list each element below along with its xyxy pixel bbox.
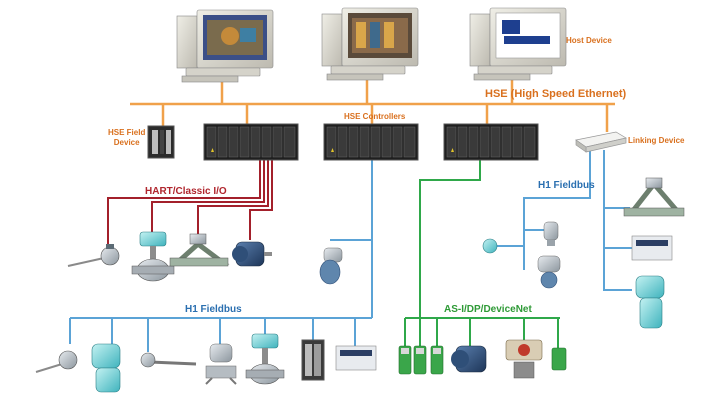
- asi-dp-devicenet-label: AS-I/DP/DeviceNet: [444, 304, 532, 315]
- hart-motor: [232, 241, 272, 267]
- h1-temperature-transmitter: [35, 350, 78, 373]
- hart-control-valve: [131, 231, 175, 282]
- hart-temperature-transmitter: [67, 244, 120, 267]
- h1-io-module: [301, 339, 325, 381]
- h1-level-probe: [140, 352, 197, 368]
- host-computer-2: [321, 7, 419, 81]
- hart-coriolis-flowmeter: [169, 233, 230, 267]
- hse-controller-1: [203, 123, 299, 161]
- asi-valve-actuator: [505, 339, 543, 379]
- linking-device-label: Linking Device: [628, 136, 685, 145]
- h1-pressure-sensor-small: [482, 238, 498, 254]
- host-device-label: Host Device: [566, 36, 612, 45]
- asi-sensor-3: [430, 345, 444, 375]
- hse-field-device-label-line2: Device: [113, 138, 140, 147]
- h1-coriolis-flowmeter-right: [623, 177, 685, 217]
- hse-controller-2: [323, 123, 419, 161]
- h1-controller-box: [335, 345, 377, 371]
- h1-fieldbus-bottom-bus: [69, 160, 373, 352]
- hse-bus-label: HSE (High Speed Ethernet): [485, 88, 627, 100]
- h1-fieldbus-right-bus: [495, 150, 632, 291]
- asi-devicenet-bus: [404, 160, 560, 348]
- hse-controller-3: [443, 123, 539, 161]
- hse-field-device-label: HSE Field Device: [108, 128, 145, 148]
- h1-pressure-transmitter-top: [543, 221, 559, 246]
- h1-fieldbus-right-label: H1 Fieldbus: [538, 180, 595, 191]
- asi-photo-sensor: [551, 347, 567, 371]
- host-computer-1: [176, 9, 274, 83]
- h1-differential-pressure-transmitter: [205, 343, 237, 385]
- hart-classic-io-label: HART/Classic I/O: [145, 186, 227, 197]
- h1-teal-transmitter-right: [635, 275, 665, 329]
- h1-mag-flowmeter-right: [537, 255, 561, 289]
- linking-device: [575, 131, 627, 153]
- mag-flowmeter-center: [319, 247, 343, 285]
- asi-sensor-2: [413, 345, 427, 375]
- h1-teal-transmitter: [91, 343, 121, 393]
- asi-motor: [451, 345, 487, 373]
- host-computer-3: [469, 7, 567, 81]
- hse-field-device: [147, 125, 175, 159]
- hse-controllers-label: HSE Controllers: [344, 112, 406, 121]
- opc-logo-text: OPC: [522, 20, 549, 34]
- h1-controller-box-right: [631, 235, 673, 261]
- hse-bus: [130, 76, 615, 132]
- hart-classic-wires: [107, 160, 273, 246]
- asi-sensor-1: [398, 345, 412, 375]
- h1-control-valve: [245, 333, 285, 385]
- h1-fieldbus-bottom-label: H1 Fieldbus: [185, 304, 242, 315]
- hse-field-device-label-line1: HSE Field: [108, 128, 146, 137]
